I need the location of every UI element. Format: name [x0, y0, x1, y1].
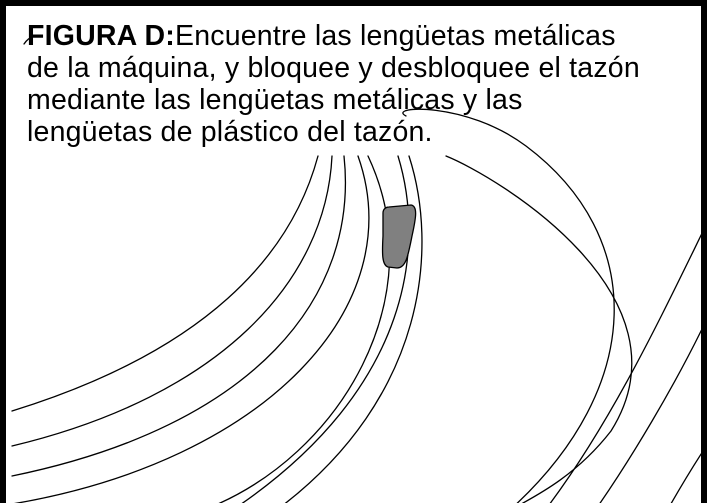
caption-text-3: mediante las lengüetas metálicas y las: [27, 84, 523, 116]
figure-caption: FIGURA D:Encuentre las lengüetas metálic…: [27, 20, 701, 148]
right-diagonal-1: [549, 233, 701, 503]
caption-text-2: de la máquina, y bloquee y desbloquee el…: [27, 52, 640, 84]
caption-line-1: FIGURA D:Encuentre las lengüetas metálic…: [27, 20, 701, 52]
caption-text-1: Encuentre las lengüetas metálicas: [174, 20, 616, 52]
outer-arc-1: [445, 155, 633, 503]
corner-tick-line: [23, 35, 35, 45]
bowl-arc-3: [11, 155, 346, 477]
bowl-arc-6: [241, 155, 410, 503]
bowl-arc-7: [284, 155, 423, 503]
caption-text-4: lengüetas de plástico del tazón.: [27, 116, 433, 148]
metal-tab: [381, 204, 417, 269]
outer-arc-2: [402, 108, 615, 503]
bowl-line-drawing: [11, 35, 701, 503]
right-diagonal-2: [599, 329, 701, 503]
bowl-arc-1: [11, 155, 319, 412]
right-diagonal-3: [670, 452, 701, 503]
bowl-arc-4: [13, 155, 370, 503]
figure-label: FIGURA D:: [27, 20, 175, 52]
bowl-arc-2: [11, 155, 333, 447]
